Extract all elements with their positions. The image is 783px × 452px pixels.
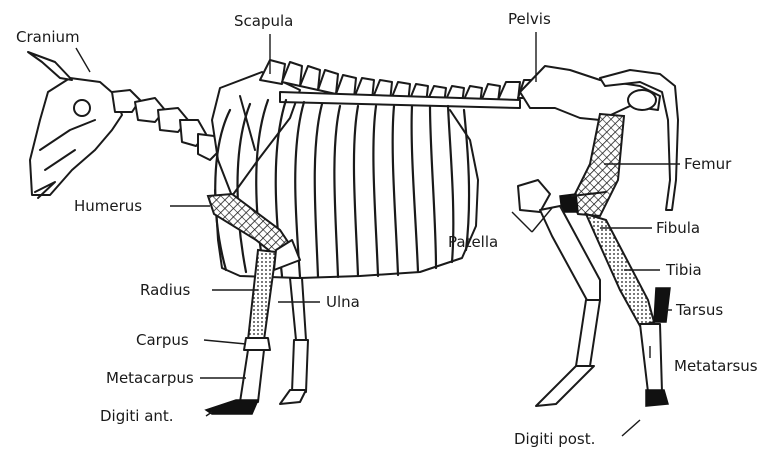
skull bbox=[28, 52, 122, 198]
hind-limb bbox=[518, 114, 670, 406]
label-carpus: Carpus bbox=[136, 331, 189, 349]
label-pelvis: Pelvis bbox=[508, 10, 551, 28]
label-tarsus: Tarsus bbox=[675, 301, 723, 319]
label-ulna: Ulna bbox=[326, 293, 360, 311]
label-digiti-ant: Digiti ant. bbox=[100, 407, 174, 425]
label-femur: Femur bbox=[684, 155, 732, 173]
label-cranium: Cranium bbox=[16, 28, 80, 46]
label-humerus: Humerus bbox=[74, 197, 142, 215]
label-digiti-post: Digiti post. bbox=[514, 430, 595, 448]
label-radius: Radius bbox=[140, 281, 190, 299]
label-metacarpus: Metacarpus bbox=[106, 369, 194, 387]
label-fibula: Fibula bbox=[656, 219, 700, 237]
label-patella: Patella bbox=[448, 233, 498, 251]
label-scapula: Scapula bbox=[234, 12, 293, 30]
label-metatarsus: Metatarsus bbox=[674, 357, 758, 375]
label-tibia: Tibia bbox=[665, 261, 702, 279]
front-limb bbox=[206, 194, 308, 414]
cervical-vertebrae bbox=[112, 90, 220, 160]
thoracic-lumbar-vertebrae bbox=[260, 60, 540, 108]
